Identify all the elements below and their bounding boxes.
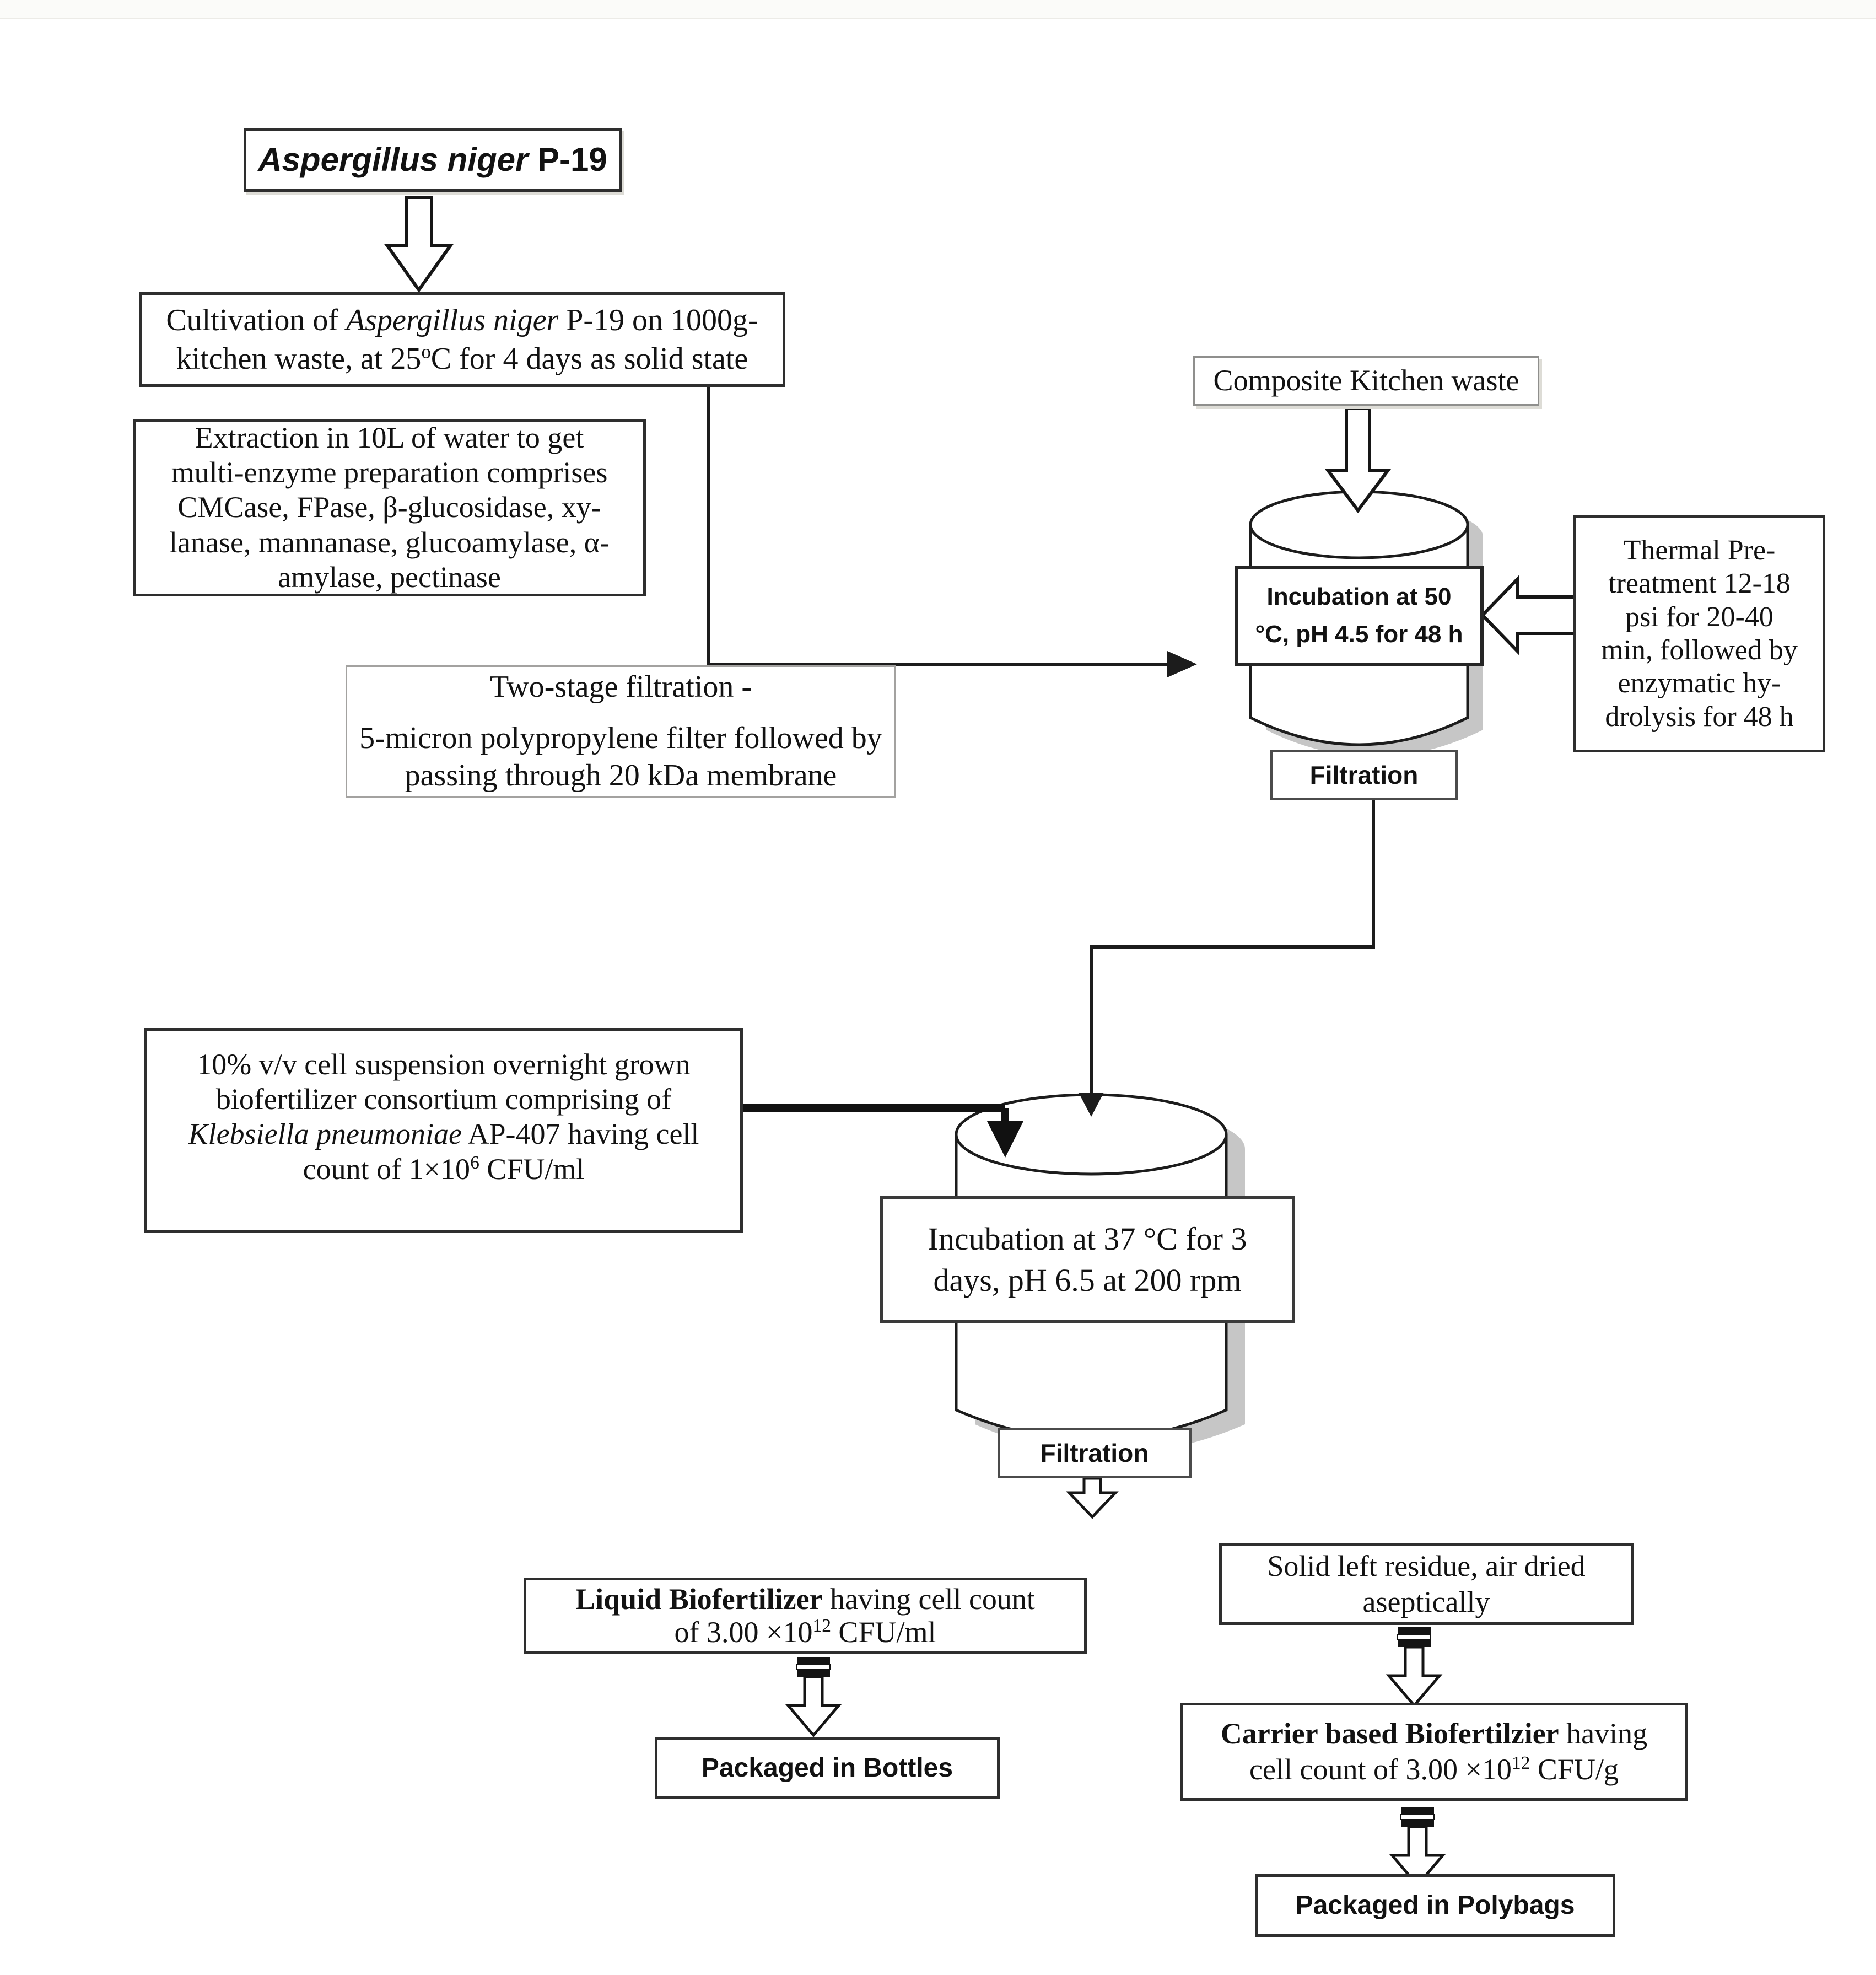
solid-residue-box: Solid left residue, air dried asepticall… (1219, 1543, 1634, 1625)
arrowhead-right-icon (1167, 651, 1197, 677)
incubation1-label-box: Incubation at 50 °C, pH 4.5 for 48 h (1235, 566, 1484, 666)
packaged-polybags-box: Packaged in Polybags (1255, 1874, 1615, 1937)
strain-code: P-19 (528, 141, 607, 179)
down-arrow-icon (1066, 1477, 1119, 1519)
cultivation-text: Cultivation of Aspergillus niger P-19 on… (166, 303, 758, 376)
liquid-biofertilizer-text: Liquid Biofertilizer having cell count o… (575, 1582, 1035, 1649)
striped-down-arrow-icon (1389, 1807, 1446, 1887)
connector-consortium-to-tank2 (743, 1104, 1023, 1158)
consortium-text: 10% v/v cell suspension overnight grown … (188, 1048, 699, 1186)
striped-down-arrow-icon (1386, 1627, 1443, 1708)
incubation2-text: Incubation at 37 °C for 3 days, pH 6.5 a… (928, 1220, 1247, 1298)
extraction-box: Extraction in 10L of water to get multi-… (133, 419, 646, 596)
composite-waste-text: Composite Kitchen waste (1213, 364, 1519, 397)
striped-down-arrow-icon (785, 1657, 842, 1737)
down-arrow-icon (1325, 406, 1391, 513)
liquid-biofertilizer-box: Liquid Biofertilizer having cell count o… (524, 1578, 1087, 1654)
packaged-bottles-box: Packaged in Bottles (655, 1737, 1000, 1799)
cultivation-box: Cultivation of Aspergillus niger P-19 on… (139, 292, 785, 387)
arrowhead-down-icon (987, 1121, 1023, 1158)
strain-label: Aspergillus niger P-19 (258, 139, 607, 180)
arrowhead-down-icon (1079, 1093, 1104, 1117)
left-arrow-icon (1480, 574, 1577, 656)
filtration1-label: Filtration (1309, 760, 1419, 789)
connector-filtration1-to-tank2 (1079, 800, 1375, 1117)
filtration2-box: Filtration (998, 1428, 1192, 1478)
carrier-biofertilizer-text: Carrier based Biofertilzier having cell … (1220, 1717, 1648, 1786)
consortium-box: 10% v/v cell suspension overnight grown … (144, 1028, 743, 1233)
solid-residue-text: Solid left residue, air dried asepticall… (1267, 1549, 1586, 1618)
strain-species-italic: Aspergillus niger (258, 141, 529, 179)
incubation2-label-box: Incubation at 37 °C for 3 days, pH 6.5 a… (880, 1196, 1295, 1323)
strain-box: Aspergillus niger P-19 (244, 128, 622, 192)
filtration2-label: Filtration (1040, 1438, 1149, 1467)
down-arrow-icon (384, 196, 454, 293)
thermal-pretreatment-text: Thermal Pre- treatment 12-18 psi for 20-… (1601, 535, 1798, 733)
two-stage-title: Two-stage filtration - (489, 670, 752, 704)
two-stage-body: 5-micron polypropylene filter followed b… (359, 721, 882, 793)
packaged-polybags-label: Packaged in Polybags (1295, 1890, 1575, 1920)
page-top-strip (0, 0, 1876, 19)
two-stage-filtration-box: Two-stage filtration - 5-micron polyprop… (346, 665, 896, 798)
incubation1-text: Incubation at 50 °C, pH 4.5 for 48 h (1255, 583, 1463, 648)
thermal-pretreatment-box: Thermal Pre- treatment 12-18 psi for 20-… (1573, 515, 1825, 752)
connector-cultivation-to-tank1 (707, 387, 1197, 677)
composite-waste-box: Composite Kitchen waste (1193, 356, 1539, 406)
extraction-text: Extraction in 10L of water to get multi-… (169, 421, 610, 594)
filtration1-box: Filtration (1270, 750, 1458, 800)
packaged-bottles-label: Packaged in Bottles (701, 1753, 953, 1783)
carrier-biofertilizer-box: Carrier based Biofertilzier having cell … (1180, 1703, 1688, 1801)
